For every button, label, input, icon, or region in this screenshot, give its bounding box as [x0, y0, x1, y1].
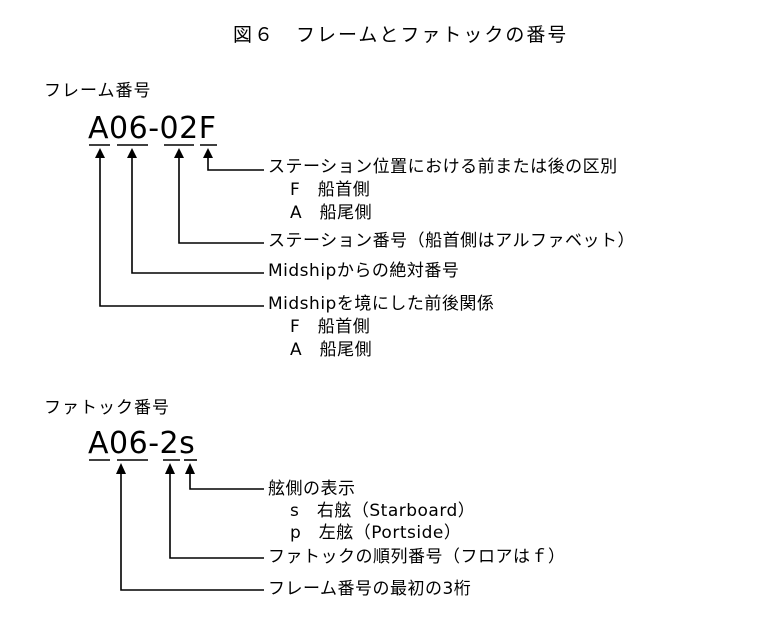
frame-connector-02 — [178, 156, 264, 244]
fattock-label-s-starboard: s 右舷（Starboard） — [290, 501, 476, 521]
frame-label-midship-relation: Midshipを境にした前後関係 — [268, 294, 495, 314]
fattock-arrowhead-s — [185, 463, 195, 474]
fattock-connector-2 — [169, 472, 264, 559]
fattock-label-frame-first-digits: フレーム番号の最初の3桁 — [268, 579, 472, 599]
fattock-code: A06-2s — [88, 426, 196, 461]
fattock-label-side-indicator: 舷側の表示 — [268, 479, 356, 499]
frame-arrowhead-f — [203, 148, 213, 158]
fattock-label-sequence-number: ファトックの順列番号（フロアはｆ） — [268, 547, 566, 567]
frame-connector-06 — [131, 156, 264, 274]
fattock-connector-s — [189, 472, 264, 490]
fattock-connector-a06 — [120, 472, 264, 591]
frame-section-heading: フレーム番号 — [44, 81, 152, 101]
fattock-label-p-portside: p 左舷（Portside） — [290, 523, 462, 543]
figure-title: 図６ フレームとファトックの番号 — [233, 24, 569, 46]
frame-label-station-number: ステーション番号（船首側はアルファベット） — [268, 231, 635, 251]
fattock-section-heading: ファトック番号 — [44, 398, 170, 418]
frame-arrowhead-06 — [127, 148, 137, 158]
frame-connector-a — [99, 156, 264, 307]
frame-arrowhead-02 — [174, 148, 184, 158]
frame-label-midship-absolute: Midshipからの絶対番号 — [268, 261, 460, 281]
frame-label-a-stern-2: A 船尾側 — [290, 340, 373, 360]
frame-code: A06-02F — [88, 111, 217, 146]
fattock-arrowhead-2 — [165, 463, 175, 474]
frame-label-station-position: ステーション位置における前または後の区別 — [268, 157, 618, 177]
fattock-arrowhead-a06 — [116, 463, 126, 474]
frame-label-f-bow-2: F 船首側 — [290, 317, 371, 337]
frame-arrowhead-a — [95, 148, 105, 158]
frame-label-a-stern: A 船尾側 — [290, 203, 373, 223]
frame-connector-f — [207, 156, 264, 171]
frame-label-f-bow: F 船首側 — [290, 180, 371, 200]
